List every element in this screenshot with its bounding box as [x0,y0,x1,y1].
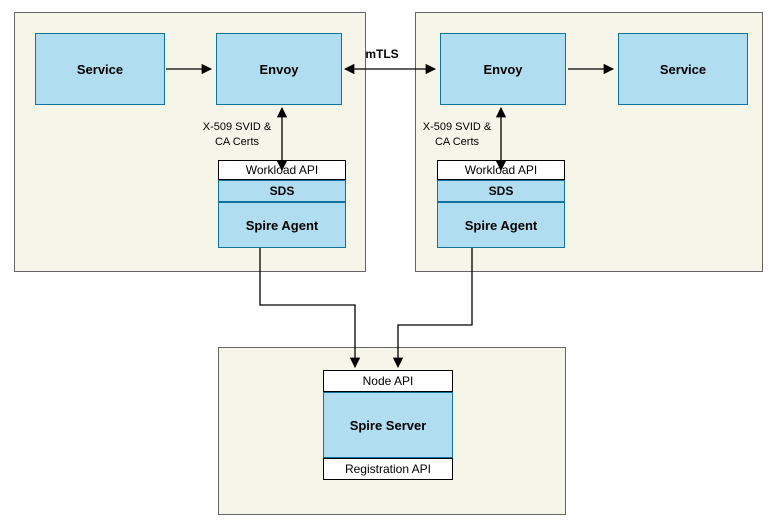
service-label-left: Service [76,61,124,77]
sds-label-left: SDS [269,184,295,198]
registration-api-box: Registration API [323,458,453,480]
spire-server-label: Spire Server [349,417,427,433]
spire-agent-label-left: Spire Agent [245,217,319,233]
sds-label-right: SDS [488,184,514,198]
cert-edge-label-right: X-509 SVID & CA Certs [417,120,497,151]
envoy-box-right: Envoy [440,33,566,105]
workload-api-label-right: Workload API [464,163,538,177]
cert-label-line1-left: X-509 SVID & [202,121,272,133]
service-box-left: Service [35,33,165,105]
envoy-label-right: Envoy [483,61,523,77]
spire-server-box: Spire Server [323,392,453,458]
cert-label-line2-left: CA Certs [214,136,259,149]
service-label-right: Service [659,61,707,77]
service-box-right: Service [618,33,748,105]
spire-agent-label-right: Spire Agent [464,217,538,233]
mtls-edge-label: mTLS [358,46,406,63]
workload-api-box-left: Workload API [218,160,346,180]
spire-agent-box-left: Spire Agent [218,202,346,248]
registration-api-label: Registration API [344,462,432,476]
workload-api-label-left: Workload API [245,163,319,177]
spire-agent-box-right: Spire Agent [437,202,565,248]
sds-box-right: SDS [437,180,565,202]
cert-label-line2-right: CA Certs [434,136,479,149]
envoy-label-left: Envoy [259,61,299,77]
node-api-label: Node API [362,374,414,388]
workload-api-box-right: Workload API [437,160,565,180]
node-api-box: Node API [323,370,453,392]
envoy-box-left: Envoy [216,33,342,105]
sds-box-left: SDS [218,180,346,202]
cert-edge-label-left: X-509 SVID & CA Certs [197,120,277,151]
mtls-label-text: mTLS [365,47,399,61]
cert-label-line1-right: X-509 SVID & [422,121,492,133]
